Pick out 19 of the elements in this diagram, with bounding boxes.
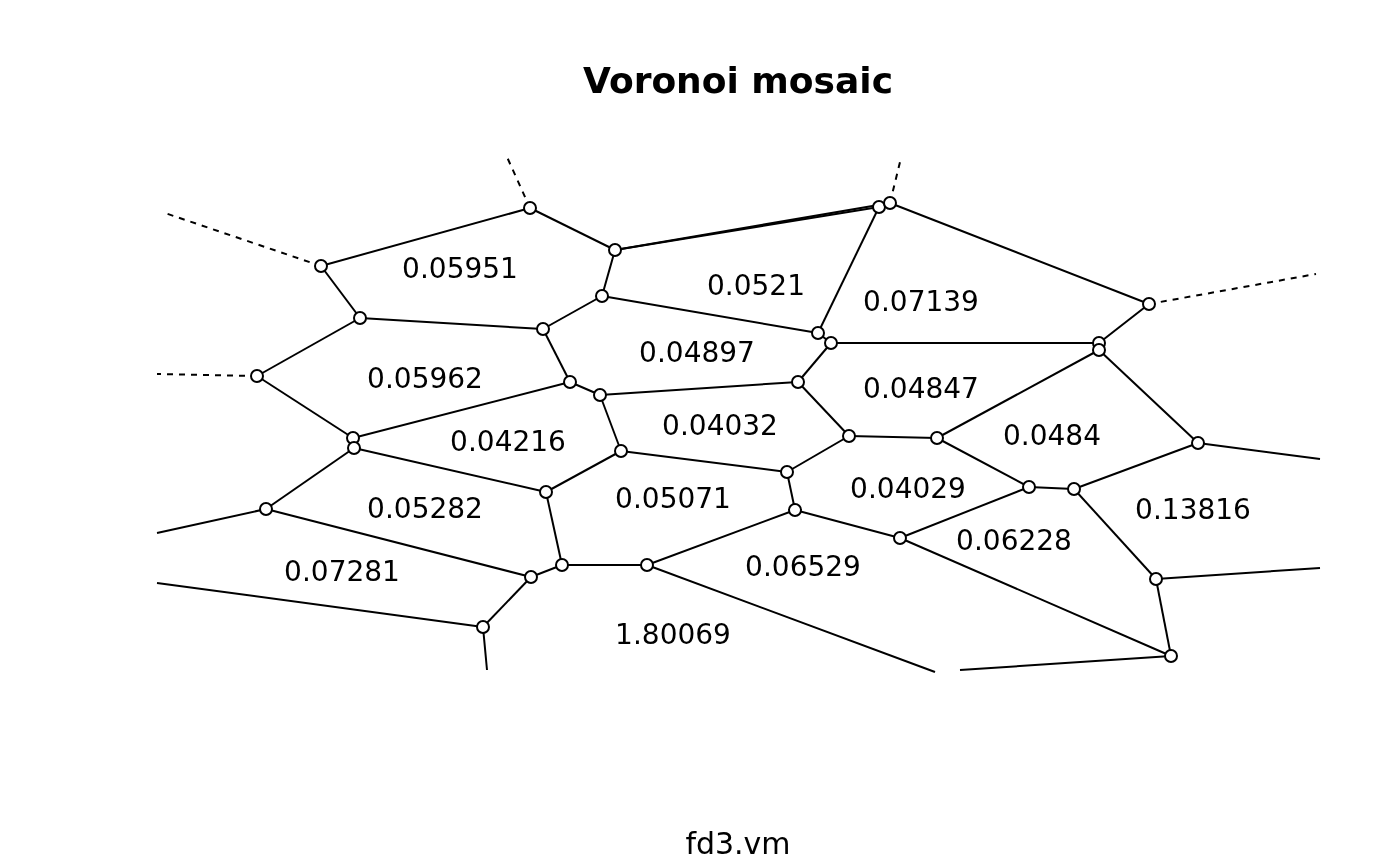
area-label: 0.0484	[1003, 418, 1101, 452]
area-label: 0.05282	[367, 491, 483, 525]
area-label: 0.07139	[863, 284, 979, 318]
area-label: 0.13816	[1135, 492, 1251, 526]
area-label: 0.04847	[863, 371, 979, 405]
area-label: 0.0521	[707, 268, 805, 302]
area-label: 0.04216	[450, 424, 566, 458]
area-label: 0.06228	[956, 523, 1072, 557]
area-label: 0.06529	[745, 549, 861, 583]
area-label: 0.04029	[850, 471, 966, 505]
caption: fd3.vm	[685, 825, 791, 861]
area-label: 0.04032	[662, 408, 778, 442]
area-label: 0.05071	[615, 481, 731, 515]
area-label: 0.05962	[367, 361, 483, 395]
area-label: 1.80069	[615, 617, 731, 651]
area-label: 0.05951	[402, 251, 518, 285]
area-label: 0.04897	[639, 335, 755, 369]
area-label: 0.07281	[284, 554, 400, 588]
chart-title: Voronoi mosaic	[583, 59, 893, 101]
